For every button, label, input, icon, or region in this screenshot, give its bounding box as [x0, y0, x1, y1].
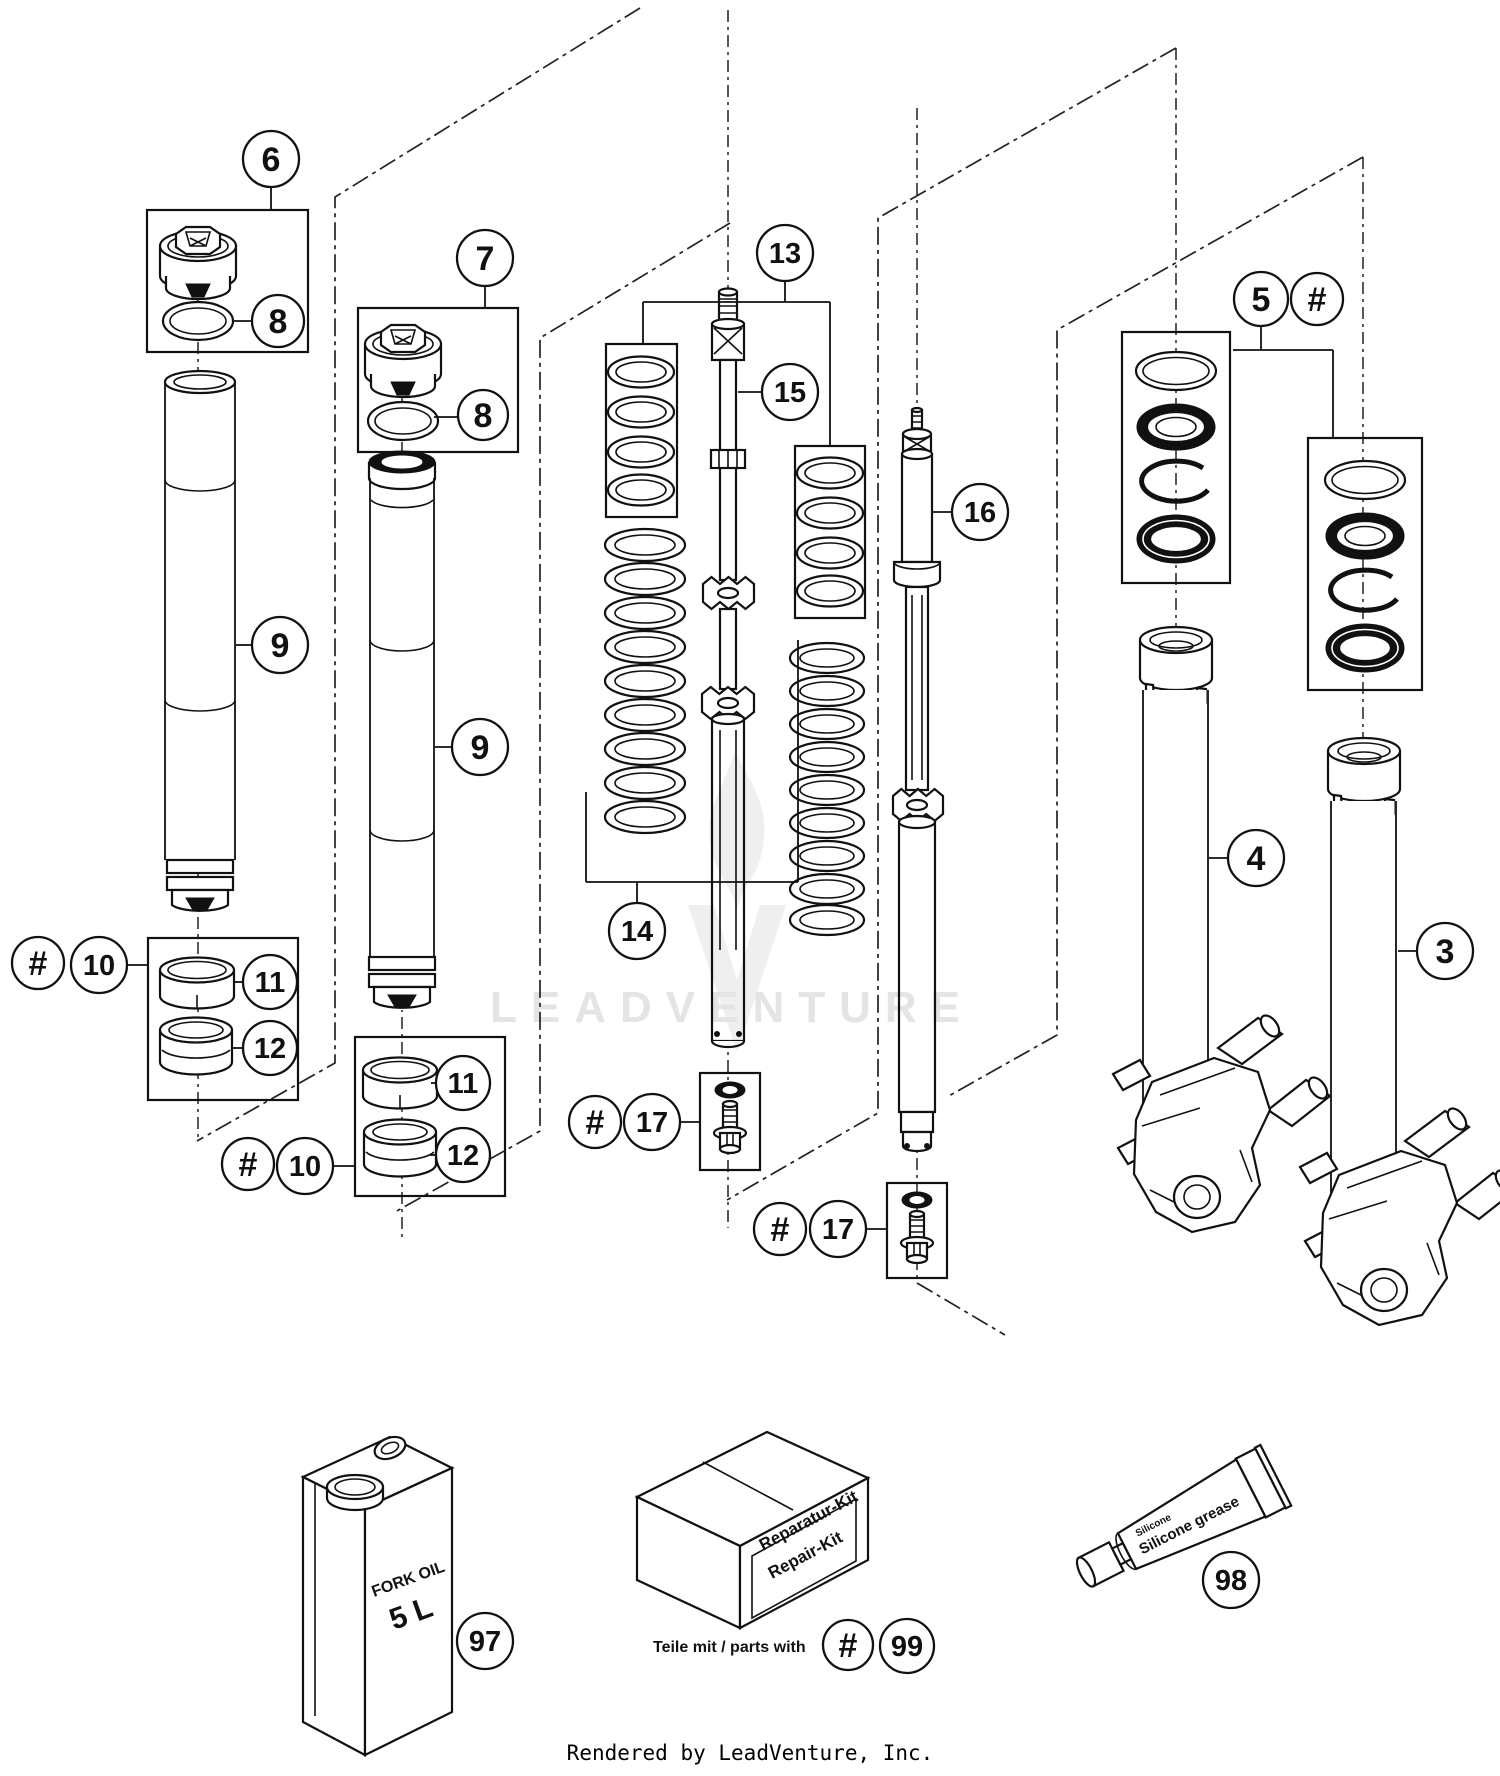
washer-stack-right — [795, 456, 865, 608]
slide-bushing-left — [158, 956, 236, 1010]
fork-spring-right — [788, 641, 866, 937]
callout-4-label: 4 — [1247, 840, 1266, 878]
fork-spring-left — [603, 527, 687, 835]
callout-98-label: 98 — [1215, 1565, 1247, 1597]
o-ring-left — [161, 300, 235, 342]
callout-12b[interactable]: 12 — [434, 1126, 492, 1184]
callout-17b-label: 17 — [822, 1214, 854, 1246]
watermark: LEADVENTURE — [490, 752, 974, 1052]
inner-tube-right — [367, 450, 437, 1010]
callout-12a[interactable]: 12 — [241, 1019, 299, 1077]
guide-bushing-right — [362, 1118, 438, 1178]
callout-8a-label: 8 — [269, 303, 288, 341]
slide-bushing-right — [361, 1056, 439, 1110]
box-bushings-10b — [353, 1035, 507, 1198]
callout-4[interactable]: 4 — [1226, 828, 1286, 888]
box-cap-7 — [356, 306, 520, 454]
box-cap-6 — [145, 208, 310, 354]
axle-clamp-right — [1298, 1104, 1500, 1327]
callout-10b[interactable]: 10 — [275, 1136, 335, 1196]
callout-14[interactable]: 14 — [607, 901, 667, 961]
callout-10a[interactable]: 10 — [69, 935, 129, 995]
callout-17b[interactable]: 17 — [808, 1199, 868, 1259]
callout-10a-label: 10 — [83, 950, 115, 982]
callout-hash-5-label: # — [1308, 281, 1327, 319]
callout-hash-17b-label: # — [771, 1211, 790, 1249]
callout-9a-label: 9 — [271, 627, 290, 665]
callout-11b[interactable]: 11 — [434, 1054, 492, 1112]
box-seals-5b — [1306, 436, 1424, 692]
callout-6-label: 6 — [262, 141, 281, 179]
callout-97-label: 97 — [469, 1626, 501, 1658]
box-bolt-17b — [885, 1181, 949, 1280]
watermark-text: LEADVENTURE — [490, 983, 974, 1032]
callout-7[interactable]: 7 — [455, 228, 515, 288]
repair-kit-box: Reparatur-Kit Repair-Kit — [634, 1430, 871, 1630]
leader-lines — [127, 187, 1417, 1230]
callout-hash-17a[interactable]: # — [567, 1094, 623, 1150]
callout-hash-10a[interactable]: # — [10, 935, 66, 991]
leadventure-flame-icon — [688, 752, 786, 1052]
callout-99[interactable]: 99 — [878, 1617, 936, 1675]
fork-cap-left — [158, 225, 238, 301]
box-bushings-10a — [146, 936, 300, 1102]
callout-3-label: 3 — [1436, 933, 1455, 971]
guide-bushing-left — [158, 1016, 234, 1076]
callout-11a[interactable]: 11 — [241, 953, 299, 1011]
construction-lines — [196, 7, 1364, 1336]
callout-hash-10b[interactable]: # — [220, 1136, 276, 1192]
callout-16[interactable]: 16 — [950, 482, 1010, 542]
callout-98[interactable]: 98 — [1201, 1550, 1261, 1610]
callout-8b-label: 8 — [474, 397, 493, 435]
box-washers-13a — [604, 342, 679, 519]
box-seals-5a — [1120, 330, 1232, 585]
callout-16-label: 16 — [964, 497, 996, 529]
callout-3[interactable]: 3 — [1415, 921, 1475, 981]
callout-10b-label: 10 — [289, 1151, 321, 1183]
callout-9b-label: 9 — [471, 729, 490, 767]
callout-15[interactable]: 15 — [760, 362, 820, 422]
callout-hash-10a-label: # — [29, 945, 48, 983]
callout-hash-5[interactable]: # — [1289, 271, 1345, 327]
callout-11b-label: 11 — [448, 1068, 479, 1100]
callout-14-label: 14 — [621, 916, 653, 948]
callout-9b[interactable]: 9 — [450, 717, 510, 777]
o-ring-right — [366, 400, 440, 442]
callout-9a[interactable]: 9 — [250, 615, 310, 675]
callout-hash-10b-label: # — [239, 1146, 258, 1184]
callout-13[interactable]: 13 — [755, 223, 815, 283]
damper-rod-16 — [891, 406, 945, 1153]
callout-17a[interactable]: 17 — [622, 1092, 682, 1152]
callout-99-label: 99 — [891, 1631, 923, 1663]
callout-97[interactable]: 97 — [455, 1611, 515, 1671]
callout-13-label: 13 — [769, 238, 801, 270]
callout-11a-label: 11 — [255, 967, 286, 999]
fork-cap-right — [363, 323, 443, 399]
callout-12a-label: 12 — [254, 1033, 286, 1065]
inner-tube-left — [163, 369, 237, 912]
outer-tube-4 — [1138, 625, 1214, 1120]
bolt-set-left — [712, 1080, 748, 1155]
callout-hash-99[interactable]: # — [821, 1618, 875, 1672]
parts-with-note: Teile mit / parts with — [653, 1639, 806, 1656]
fork-oil-can: FORK OIL 5 L — [300, 1435, 455, 1757]
callout-15-label: 15 — [774, 377, 806, 409]
callout-5-label: 5 — [1252, 281, 1271, 319]
callout-hash-17a-label: # — [586, 1104, 605, 1142]
callout-7-label: 7 — [476, 240, 495, 278]
washer-stack-left — [606, 355, 676, 507]
footer-credit: Rendered by LeadVenture, Inc. — [567, 1741, 934, 1765]
seal-kit-right — [1325, 461, 1405, 672]
callout-hash-17b[interactable]: # — [752, 1201, 808, 1257]
callout-17a-label: 17 — [636, 1107, 668, 1139]
callout-8a[interactable]: 8 — [250, 293, 306, 349]
callout-6[interactable]: 6 — [241, 129, 301, 189]
callout-12b-label: 12 — [447, 1140, 479, 1172]
callout-8b[interactable]: 8 — [456, 388, 510, 442]
callout-hash-99-label: # — [839, 1627, 858, 1665]
bolt-set-right — [899, 1190, 935, 1265]
callout-5[interactable]: 5 — [1232, 270, 1290, 328]
